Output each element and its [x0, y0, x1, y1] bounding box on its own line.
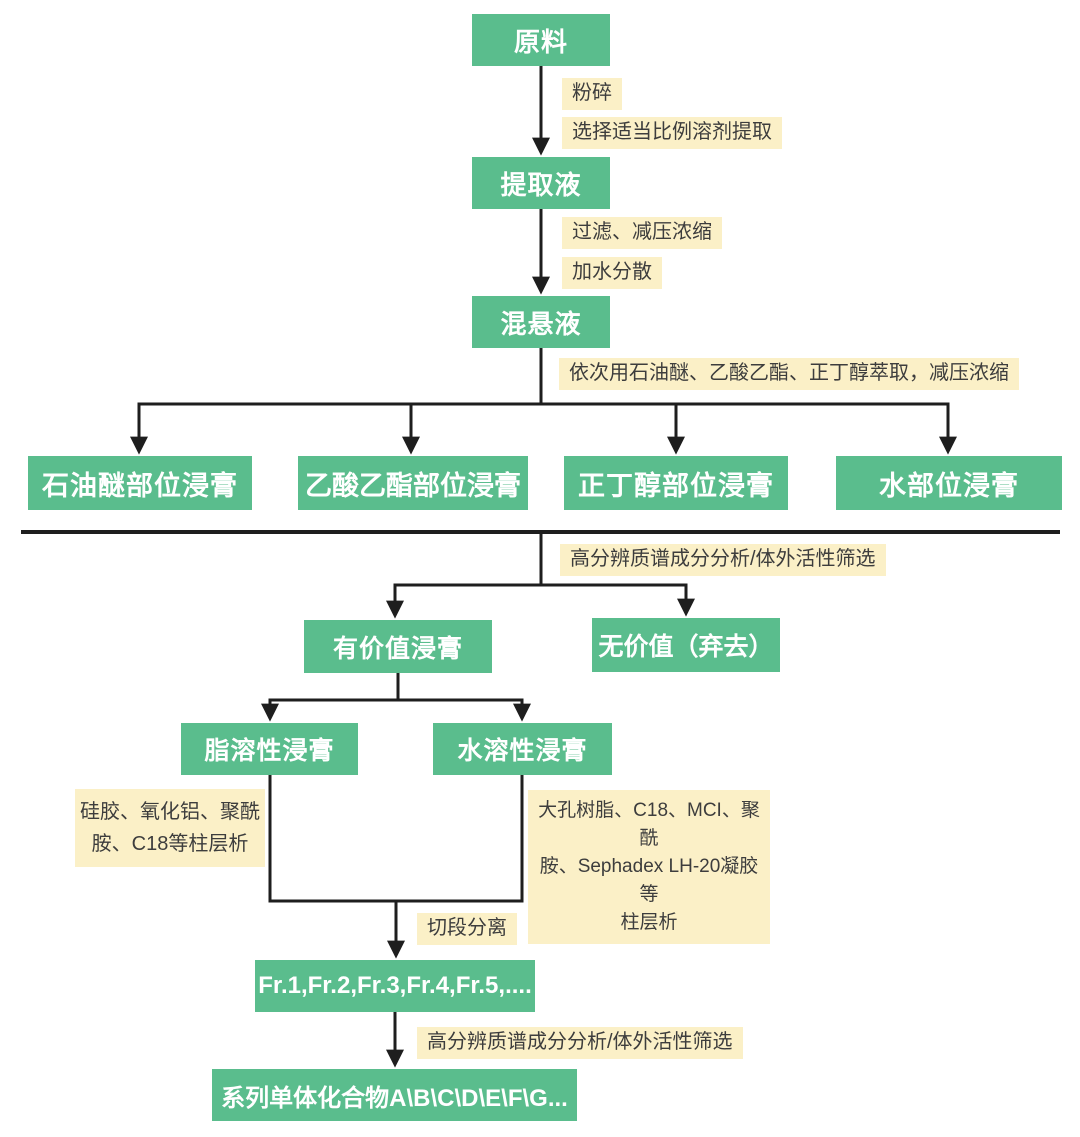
label-solvent-extraction: 选择适当比例溶剂提取: [562, 117, 782, 149]
label-crush: 粉碎: [562, 78, 622, 110]
label-hrms-activity-screening-2: 高分辨质谱成分分析/体外活性筛选: [417, 1027, 743, 1059]
label-line: 胺、C18等柱层析: [91, 833, 249, 855]
node-extract-solution: 提取液: [472, 157, 610, 209]
node-water-soluble-extract: 水溶性浸膏: [433, 723, 612, 775]
label-silica-column-chromatography: 硅胶、氧化铝、聚酰 胺、C18等柱层析: [75, 789, 265, 867]
node-monomer-compounds: 系列单体化合物A\B\C\D\E\F\G...: [212, 1069, 577, 1121]
node-ethyl-acetate-extract: 乙酸乙酯部位浸膏: [298, 456, 528, 510]
label-sequential-extraction: 依次用石油醚、乙酸乙酯、正丁醇萃取，减压浓缩: [559, 358, 1019, 390]
label-line: 胺、Sephadex LH-20凝胶等: [539, 856, 759, 905]
node-petroleum-ether-extract: 石油醚部位浸膏: [28, 456, 252, 510]
label-add-water-disperse: 加水分散: [562, 257, 662, 289]
node-valuable-extract: 有价值浸膏: [304, 620, 492, 673]
node-fractions: Fr.1,Fr.2,Fr.3,Fr.4,Fr.5,....: [255, 960, 535, 1012]
node-worthless-extract: 无价值（弃去）: [592, 618, 780, 672]
node-suspension: 混悬液: [472, 296, 610, 348]
label-line: 柱层析: [620, 912, 678, 933]
label-segment-separation: 切段分离: [417, 913, 517, 945]
label-resin-column-chromatography: 大孔树脂、C18、MCI、聚酰 胺、Sephadex LH-20凝胶等 柱层析: [528, 790, 770, 944]
label-line: 硅胶、氧化铝、聚酰: [80, 801, 260, 823]
label-hrms-activity-screening-1: 高分辨质谱成分分析/体外活性筛选: [560, 544, 886, 576]
node-water-extract: 水部位浸膏: [836, 456, 1062, 510]
node-raw-material: 原料: [472, 14, 610, 66]
node-lipid-soluble-extract: 脂溶性浸膏: [181, 723, 358, 775]
label-line: 大孔树脂、C18、MCI、聚酰: [538, 800, 760, 849]
node-n-butanol-extract: 正丁醇部位浸膏: [564, 456, 788, 510]
label-filter-concentrate: 过滤、减压浓缩: [562, 217, 722, 249]
